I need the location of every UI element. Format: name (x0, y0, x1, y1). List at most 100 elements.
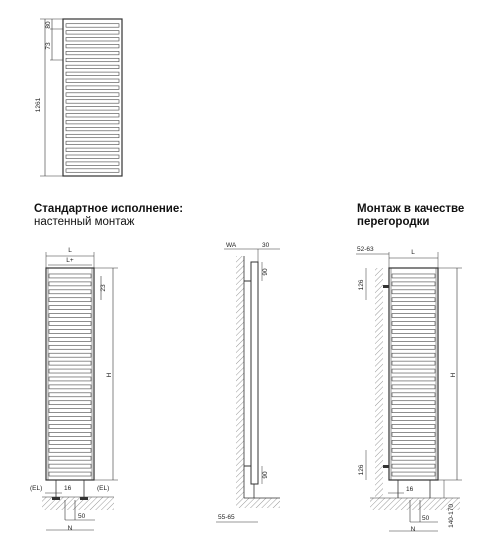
dim-gap: 73 (45, 42, 52, 50)
dim-total-height: 1261 (35, 97, 42, 112)
partition-radiator-bar (391, 329, 436, 334)
caption-standard-title: Стандартное исполнение: (34, 203, 184, 215)
dim-floor-dist: 140-170 (448, 504, 455, 528)
partition-radiator-bar (391, 463, 436, 469)
partition-radiator-bar (391, 313, 436, 318)
dim-top-gap: 23 (100, 284, 107, 292)
partition-radiator-bar (391, 392, 436, 398)
front-radiator-bar (48, 321, 92, 326)
caption-standard: Стандартное исполнение: настенный монтаж (34, 203, 183, 229)
dim-N: N (68, 525, 73, 532)
front-radiator-bar (48, 305, 92, 310)
dim-H: H (106, 372, 113, 377)
partition-radiator-bar (391, 447, 436, 453)
dim-conn-spacing: 50 (78, 513, 86, 520)
top-radiator-bar (65, 64, 120, 69)
dim-H-partition: H (450, 372, 457, 377)
top-radiator-bar (65, 99, 120, 104)
partition-radiator-bars (391, 273, 436, 477)
caption-partition: Монтаж в качестве перегородки (357, 203, 464, 229)
top-radiator-bar (65, 140, 120, 145)
dim-WA: WA (226, 242, 237, 249)
front-radiator-bar (48, 273, 92, 279)
dim-L-partition: L (411, 249, 415, 256)
dim-conn: 16 (64, 485, 72, 492)
caption-partition-line2: перегородки (357, 216, 430, 228)
front-radiator-bar (48, 432, 92, 437)
partition-radiator-bar (391, 424, 436, 429)
partition-radiator-bar (391, 297, 436, 303)
partition-radiator-bar (391, 289, 436, 295)
el-left: (EL) (30, 485, 42, 492)
partition-radiator-bar (391, 281, 436, 287)
dim-conn-spacing-partition: 50 (422, 515, 430, 522)
top-radiator-bar (65, 106, 120, 111)
partition-radiator-bar (391, 352, 436, 358)
front-radiator-bar (48, 392, 92, 398)
top-radiator-bar (65, 120, 120, 125)
front-radiator-bar (48, 337, 92, 342)
front-radiator-bar (48, 344, 92, 350)
partition-radiator-bar (391, 455, 436, 461)
front-radiator-bar (48, 281, 92, 287)
dim-offset: 52-63 (357, 246, 374, 253)
dim-bracket-bottom: 90 (262, 471, 269, 479)
top-radiator-bar (65, 44, 120, 49)
side-radiator-view: WA 30 90 90 55-65 (216, 242, 280, 523)
dim-L-plus: L+ (66, 257, 74, 264)
top-radiator-bar (65, 71, 120, 76)
front-radiator-bar (48, 424, 92, 429)
top-radiator-bars (65, 23, 120, 173)
top-radiator-bar (65, 78, 120, 83)
partition-radiator-bar (391, 360, 436, 366)
partition-radiator-bar (391, 321, 436, 326)
top-radiator-bar (65, 133, 120, 139)
front-radiator-bar (48, 329, 92, 334)
dim-top-offset: 80 (45, 21, 52, 29)
front-radiator-bar (48, 297, 92, 303)
partition-radiator-bar (391, 368, 436, 374)
top-radiator-bar (65, 113, 120, 118)
partition-radiator-bar (391, 384, 436, 390)
partition-radiator-bar (391, 416, 436, 421)
partition-radiator-bar (391, 471, 436, 477)
top-radiator-bar (65, 127, 120, 132)
dim-top-mount: 126 (358, 279, 365, 290)
dim-wall-dist: 55-65 (218, 514, 235, 521)
top-radiator-bar (65, 57, 120, 63)
front-radiator-bar (48, 455, 92, 461)
front-radiator-bar (48, 360, 92, 366)
top-radiator-bar (65, 161, 120, 166)
top-radiator-bar (65, 147, 120, 152)
top-radiator-view: 1261 80 73 (35, 18, 123, 177)
front-radiator-bar (48, 440, 92, 445)
top-radiator-bar (65, 85, 120, 90)
front-radiator-bar (48, 471, 92, 477)
partition-radiator-bar (391, 337, 436, 342)
front-radiator-bar (48, 376, 92, 382)
dim-N-partition: N (411, 526, 416, 533)
partition-radiator-bar (391, 400, 436, 406)
top-radiator-bar (65, 30, 120, 35)
top-radiator-bar (65, 154, 120, 159)
top-radiator-bar (65, 168, 120, 173)
front-radiator-bar (48, 463, 92, 469)
partition-radiator-bar (391, 408, 436, 413)
dim-L: L (68, 247, 72, 254)
front-radiator-bar (48, 289, 92, 295)
front-radiator-bar (48, 400, 92, 406)
front-radiator-bar (48, 447, 92, 453)
front-radiator-bar (48, 352, 92, 358)
el-right: (EL) (97, 485, 109, 492)
front-radiator-bars (48, 273, 92, 477)
dim-bottom-mount: 126 (358, 464, 365, 475)
front-radiator-bar (48, 384, 92, 390)
caption-partition-line1: Монтаж в качестве (357, 203, 465, 215)
dim-conn-partition: 16 (406, 486, 414, 493)
partition-radiator-bar (391, 273, 436, 279)
top-radiator-bar (65, 37, 120, 42)
top-radiator-bar (65, 92, 120, 97)
partition-radiator-bar (391, 376, 436, 382)
front-radiator-view: L L+ 23 H (EL) (EL) 16 50 N (30, 247, 118, 532)
